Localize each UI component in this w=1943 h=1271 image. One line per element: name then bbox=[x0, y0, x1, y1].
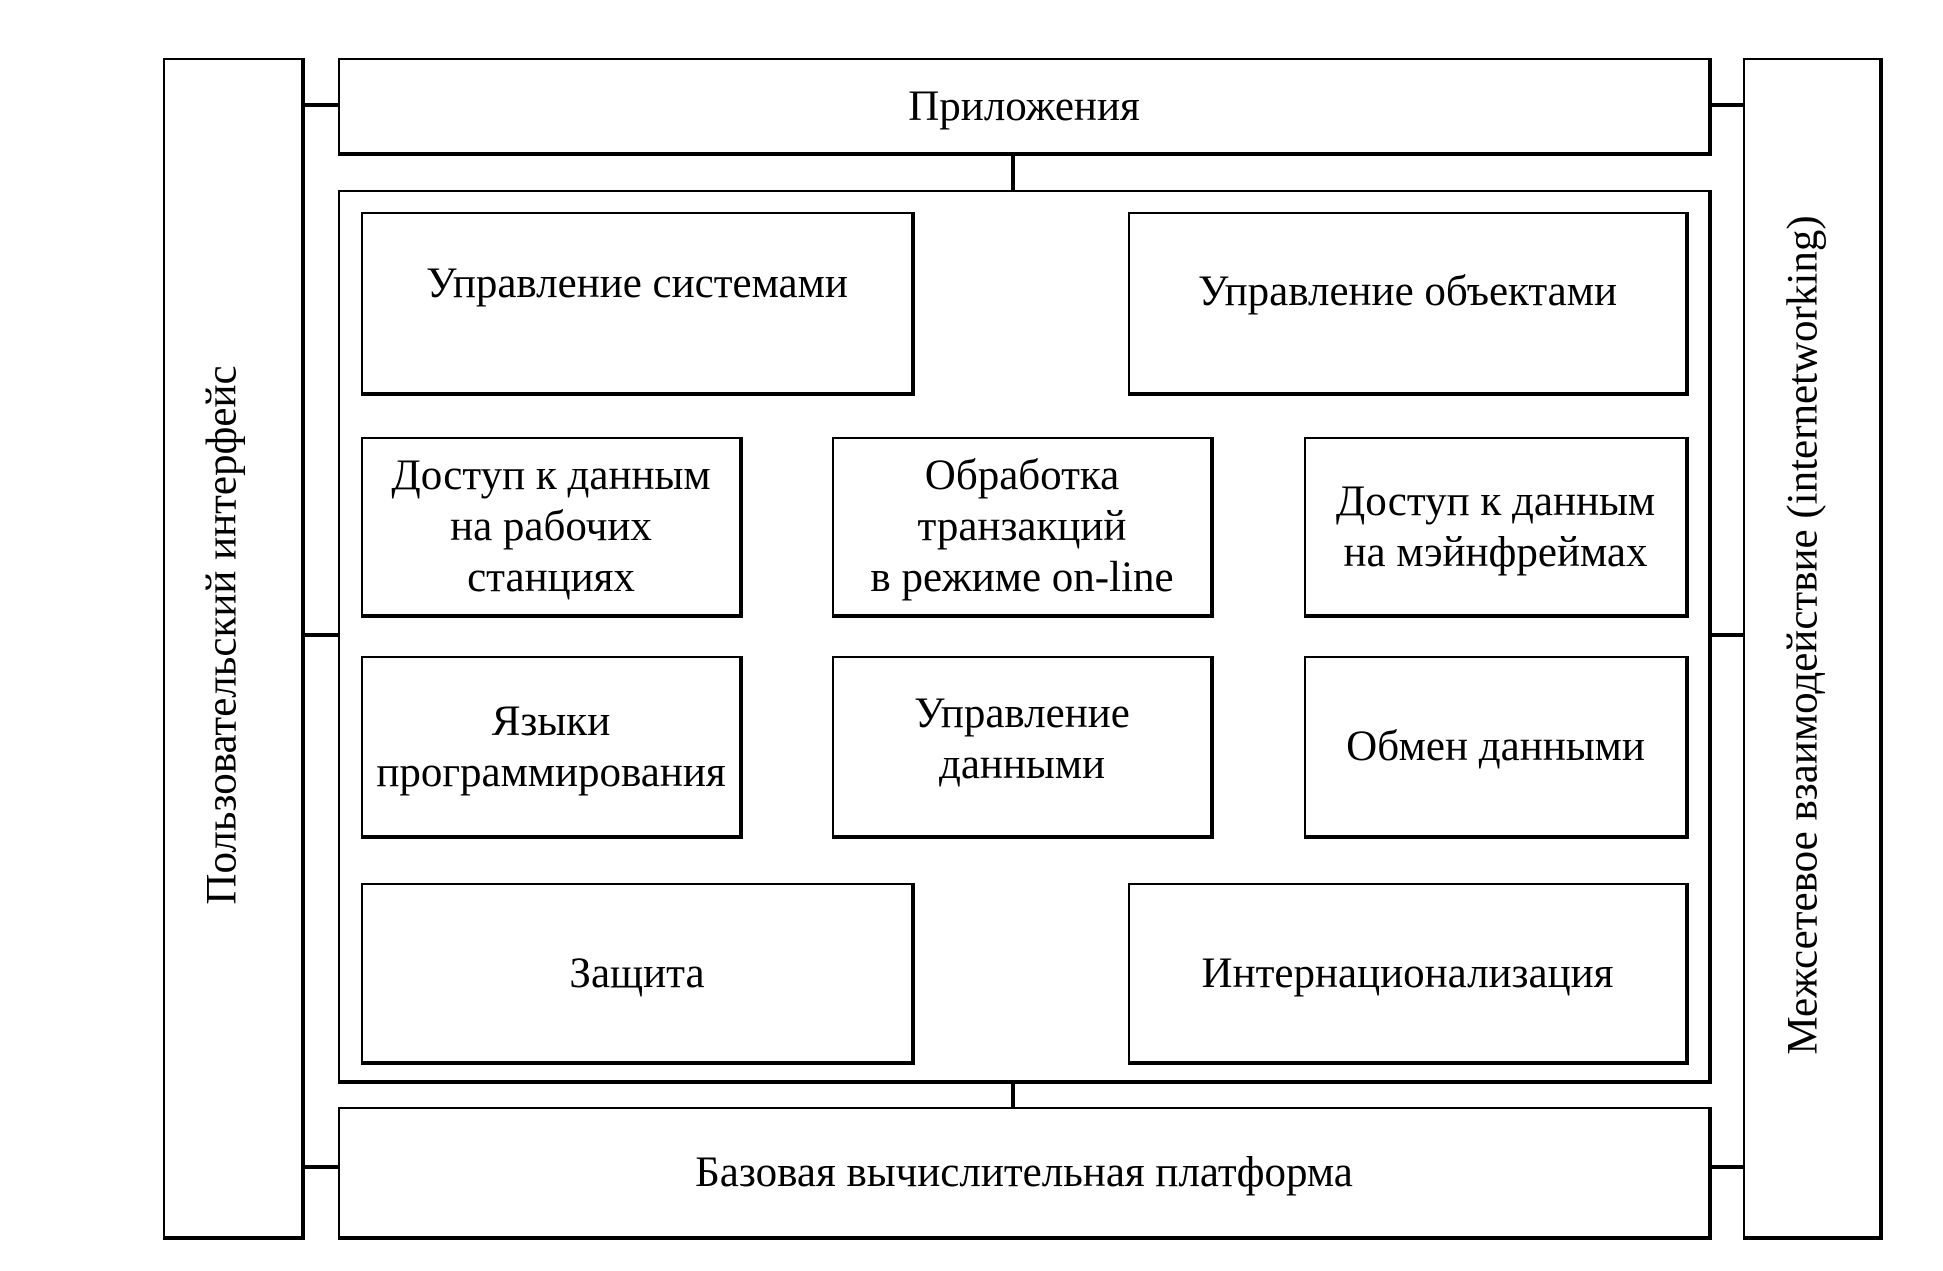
security-box: Защита bbox=[361, 883, 915, 1065]
online-transaction-processing-box: Обработка транзакций в режиме on-line bbox=[832, 437, 1214, 618]
internetworking-label: Межсетевое взаимодействие (internetworki… bbox=[1779, 215, 1827, 1055]
connector-left-bottom bbox=[305, 1165, 338, 1169]
internationalization-label: Интернационализация bbox=[1201, 949, 1614, 997]
programming-languages-box: Языки программирования bbox=[361, 656, 743, 839]
connector-left-middle bbox=[305, 633, 338, 637]
base-platform-box: Базовая вычислительная платформа bbox=[338, 1107, 1712, 1240]
objects-management-label: Управление объектами bbox=[1198, 268, 1617, 315]
workstation-data-access-box: Доступ к данным на рабочих станциях bbox=[361, 437, 743, 618]
systems-management-box: Управление системами bbox=[361, 212, 915, 396]
workstation-data-access-label: Доступ к данным на рабочих станциях bbox=[391, 452, 711, 601]
user-interface-label: Пользовательский интерфейс bbox=[198, 365, 246, 905]
applications-box: Приложения bbox=[338, 58, 1712, 156]
online-transaction-processing-label: Обработка транзакций в режиме on-line bbox=[870, 452, 1174, 601]
internetworking-panel bbox=[1743, 58, 1883, 1240]
connector-right-bottom bbox=[1712, 1165, 1743, 1169]
connector-top-center bbox=[1011, 156, 1015, 190]
connector-center-bottom bbox=[1011, 1084, 1015, 1107]
security-label: Защита bbox=[569, 949, 705, 997]
connector-left-top bbox=[305, 103, 338, 107]
applications-label: Приложения bbox=[908, 82, 1140, 130]
systems-management-label: Управление системами bbox=[426, 260, 848, 307]
data-management-box: Управление данными bbox=[832, 656, 1214, 839]
data-exchange-box: Обмен данными bbox=[1304, 656, 1689, 839]
base-platform-label: Базовая вычислительная платформа bbox=[695, 1149, 1353, 1196]
mainframe-data-access-label: Доступ к данным на мэйнфреймах bbox=[1335, 477, 1656, 576]
connector-right-middle bbox=[1712, 633, 1743, 637]
data-exchange-label: Обмен данными bbox=[1346, 723, 1645, 770]
data-management-label: Управление данными bbox=[914, 690, 1130, 788]
programming-languages-label: Языки программирования bbox=[376, 697, 726, 796]
mainframe-data-access-box: Доступ к данным на мэйнфреймах bbox=[1304, 437, 1689, 618]
internationalization-box: Интернационализация bbox=[1128, 883, 1689, 1065]
user-interface-panel bbox=[163, 58, 305, 1240]
connector-right-top bbox=[1712, 103, 1743, 107]
objects-management-box: Управление объектами bbox=[1128, 212, 1689, 396]
